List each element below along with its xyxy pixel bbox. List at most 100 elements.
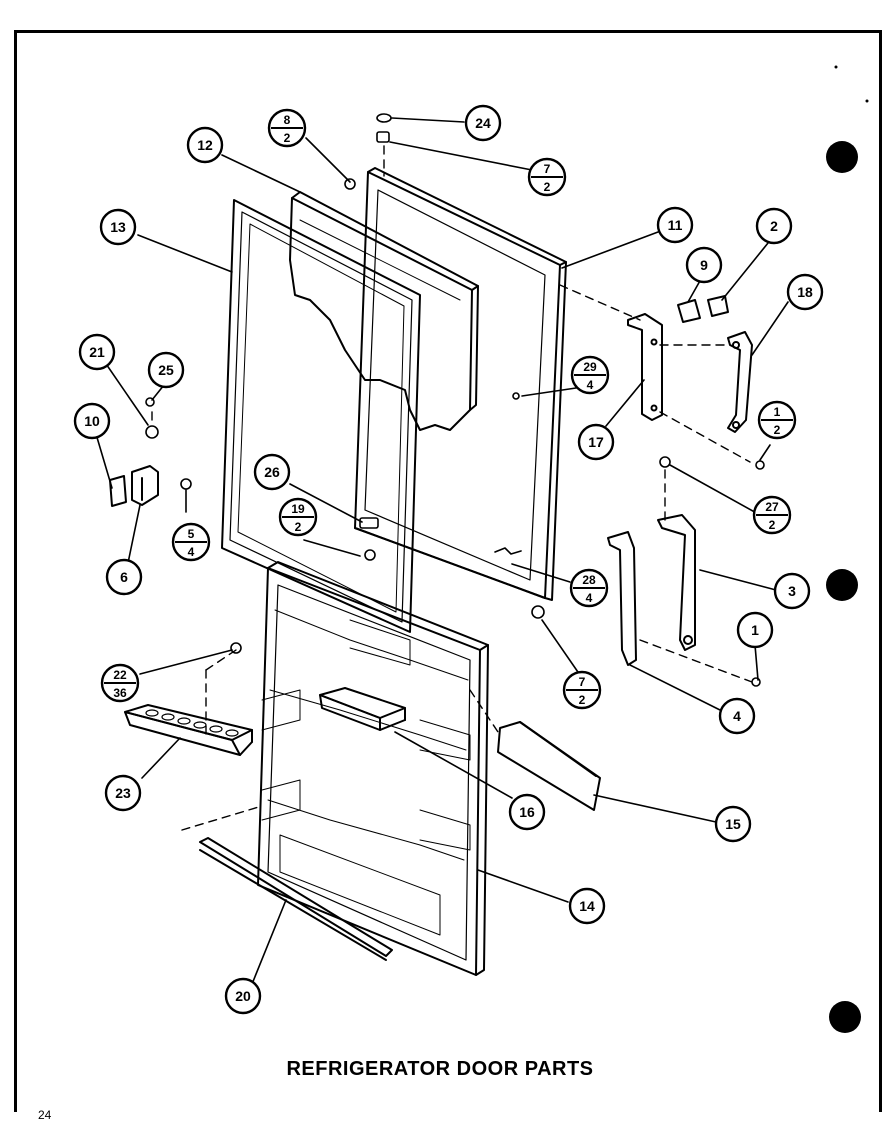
callout-circle bbox=[577, 423, 615, 461]
lower-trim-panel bbox=[497, 721, 601, 811]
fraction-bottom: 2 bbox=[774, 423, 781, 437]
callout-21: 21 bbox=[78, 333, 116, 371]
callout-20: 20 bbox=[224, 977, 262, 1015]
fraction-top: 7 bbox=[544, 162, 551, 176]
fraction-callout-28-4: 284 bbox=[569, 568, 609, 608]
hinge-bracket-upper bbox=[627, 313, 663, 421]
page-border bbox=[14, 30, 882, 1112]
fraction-callout-19-2: 192 bbox=[278, 497, 318, 537]
butter-dish bbox=[319, 687, 406, 731]
fraction-bottom: 2 bbox=[295, 520, 302, 534]
hinge-plate bbox=[109, 475, 127, 507]
callout-17: 17 bbox=[577, 423, 615, 461]
fraction-top: 7 bbox=[579, 675, 586, 689]
door-bottom-strip bbox=[199, 837, 393, 961]
fraction-bottom: 2 bbox=[284, 131, 291, 145]
callout-label: 23 bbox=[115, 785, 131, 801]
callout-circle bbox=[568, 887, 606, 925]
callout-label: 26 bbox=[264, 464, 280, 480]
fraction-bottom: 36 bbox=[113, 686, 127, 700]
fraction-top: 28 bbox=[582, 573, 596, 587]
callout-circle bbox=[105, 558, 143, 596]
callout-circle bbox=[736, 611, 774, 649]
callout-15: 15 bbox=[714, 805, 752, 843]
callout-circle bbox=[685, 246, 723, 284]
callout-label: 17 bbox=[588, 434, 604, 450]
callout-label: 11 bbox=[668, 217, 683, 233]
callout-circle bbox=[73, 402, 111, 440]
fraction-callout-1-2: 12 bbox=[757, 400, 797, 440]
callout-circle bbox=[714, 805, 752, 843]
callout-circle bbox=[786, 273, 824, 311]
fraction-callout-7-2: 72 bbox=[527, 157, 567, 197]
callout-circle bbox=[718, 697, 756, 735]
callout-9: 9 bbox=[685, 246, 723, 284]
fraction-top: 5 bbox=[188, 527, 195, 541]
lower-side-bracket bbox=[607, 531, 637, 666]
fraction-top: 8 bbox=[284, 113, 291, 127]
callout-14: 14 bbox=[568, 887, 606, 925]
fraction-top: 19 bbox=[291, 502, 305, 516]
callout-26: 26 bbox=[253, 453, 291, 491]
callout-label: 2 bbox=[770, 218, 778, 234]
callout-circle bbox=[656, 206, 694, 244]
callout-circle bbox=[773, 572, 811, 610]
fraction-bottom: 4 bbox=[586, 591, 593, 605]
callout-label: 10 bbox=[84, 413, 100, 429]
callout-circle bbox=[104, 774, 142, 812]
callout-circle bbox=[147, 351, 185, 389]
callout-label: 1 bbox=[751, 622, 759, 638]
callout-circle bbox=[224, 977, 262, 1015]
callout-label: 15 bbox=[725, 816, 741, 832]
trim-plate-9 bbox=[677, 299, 701, 323]
callout-12: 12 bbox=[186, 126, 224, 164]
callout-circle bbox=[508, 793, 546, 831]
callout-16: 16 bbox=[508, 793, 546, 831]
door-hinge bbox=[131, 465, 159, 506]
fraction-top: 1 bbox=[774, 405, 781, 419]
fraction-top: 27 bbox=[765, 500, 779, 514]
callout-10: 10 bbox=[73, 402, 111, 440]
callout-label: 14 bbox=[579, 898, 595, 914]
callout-label: 3 bbox=[788, 583, 796, 599]
callout-23: 23 bbox=[104, 774, 142, 812]
callout-label: 12 bbox=[197, 137, 213, 153]
callout-2: 2 bbox=[755, 207, 793, 245]
callout-1: 1 bbox=[736, 611, 774, 649]
callout-circle bbox=[755, 207, 793, 245]
callout-label: 9 bbox=[700, 257, 708, 273]
egg-tray bbox=[124, 704, 253, 756]
callout-24: 24 bbox=[464, 104, 502, 142]
callout-label: 25 bbox=[158, 362, 174, 378]
callout-label: 16 bbox=[519, 804, 535, 820]
callout-label: 21 bbox=[89, 344, 105, 360]
upper-door-gasket bbox=[221, 199, 421, 633]
callout-circle bbox=[99, 208, 137, 246]
callout-6: 6 bbox=[105, 558, 143, 596]
callout-11: 11 bbox=[656, 206, 694, 244]
callout-label: 20 bbox=[235, 988, 251, 1004]
callout-circle bbox=[186, 126, 224, 164]
callout-18: 18 bbox=[786, 273, 824, 311]
fraction-top: 29 bbox=[583, 360, 597, 374]
fraction-callout-29-4: 294 bbox=[570, 355, 610, 395]
callout-circle bbox=[464, 104, 502, 142]
callout-13: 13 bbox=[99, 208, 137, 246]
registration-dots bbox=[826, 65, 869, 1033]
hardware bbox=[145, 113, 765, 687]
fraction-bottom: 2 bbox=[769, 518, 776, 532]
fraction-bottom: 4 bbox=[188, 545, 195, 559]
callout-label: 24 bbox=[475, 115, 491, 131]
lower-door-liner bbox=[257, 561, 489, 976]
callout-label: 18 bbox=[797, 284, 813, 300]
callout-circle bbox=[78, 333, 116, 371]
callout-label: 13 bbox=[110, 219, 126, 235]
trim-plate-2 bbox=[707, 295, 729, 317]
fraction-bottom: 2 bbox=[579, 693, 586, 707]
page-title: REFRIGERATOR DOOR PARTS bbox=[286, 1058, 594, 1080]
